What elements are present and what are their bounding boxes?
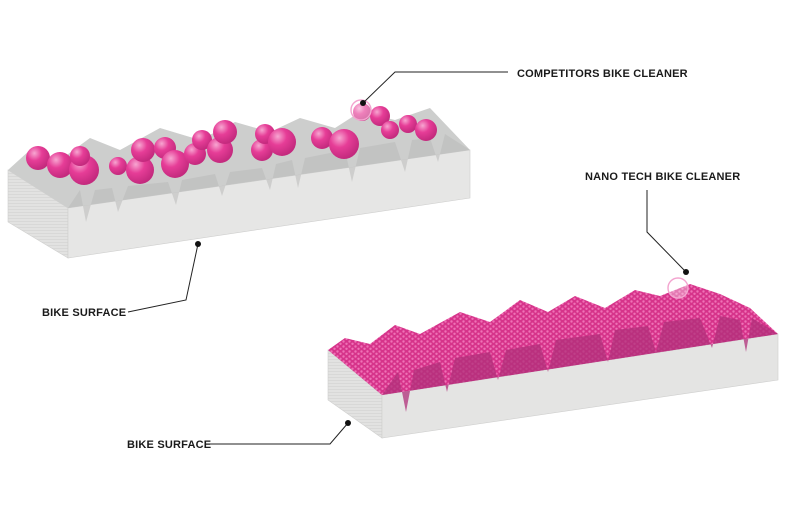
nano-tech-cleaner-label: NANO TECH BIKE CLEANER <box>585 171 740 183</box>
droplet <box>26 146 50 170</box>
bike-surface-bottom-leader-line <box>210 422 349 445</box>
droplet <box>70 146 90 166</box>
droplet <box>47 152 73 178</box>
nano-leader-line <box>646 190 687 273</box>
droplet <box>370 106 390 126</box>
bike-surface-top-leader-dot <box>195 241 201 247</box>
top-block-top-surface <box>8 108 470 208</box>
droplet <box>109 157 127 175</box>
bike-surface-top-leader-line <box>127 243 199 313</box>
competitors-leader-line <box>362 71 508 104</box>
droplet <box>353 103 371 121</box>
droplet <box>415 119 437 141</box>
droplet <box>381 121 399 139</box>
competitors-surface-block <box>7 99 471 259</box>
competitor-highlight-ring <box>350 99 372 121</box>
bike-surface-bottom-leader-dot <box>345 420 351 426</box>
competitor-droplets <box>26 103 437 185</box>
top-block-crevices <box>68 134 470 222</box>
droplet <box>268 128 296 156</box>
nano-crevices <box>382 316 778 412</box>
droplet <box>131 138 155 162</box>
droplet <box>399 115 417 133</box>
bottom-block-side-face <box>381 333 779 439</box>
nano-surface-block <box>327 277 779 439</box>
droplet <box>161 150 189 178</box>
competitors-leader-dot <box>360 100 366 106</box>
droplet <box>251 139 273 161</box>
droplet <box>126 156 154 184</box>
droplet <box>329 129 359 159</box>
leader-dots <box>195 100 689 426</box>
competitors-cleaner-label: COMPETITORS BIKE CLEANER <box>517 68 688 80</box>
bike-surface-top-label: BIKE SURFACE <box>42 307 126 319</box>
droplet <box>192 130 212 150</box>
leader-lines <box>127 71 687 445</box>
nano-leader-dot <box>683 269 689 275</box>
nano-highlight-ring <box>667 277 689 299</box>
bike-surface-bottom-label: BIKE SURFACE <box>127 439 211 451</box>
droplet <box>213 120 237 144</box>
droplet <box>311 127 333 149</box>
